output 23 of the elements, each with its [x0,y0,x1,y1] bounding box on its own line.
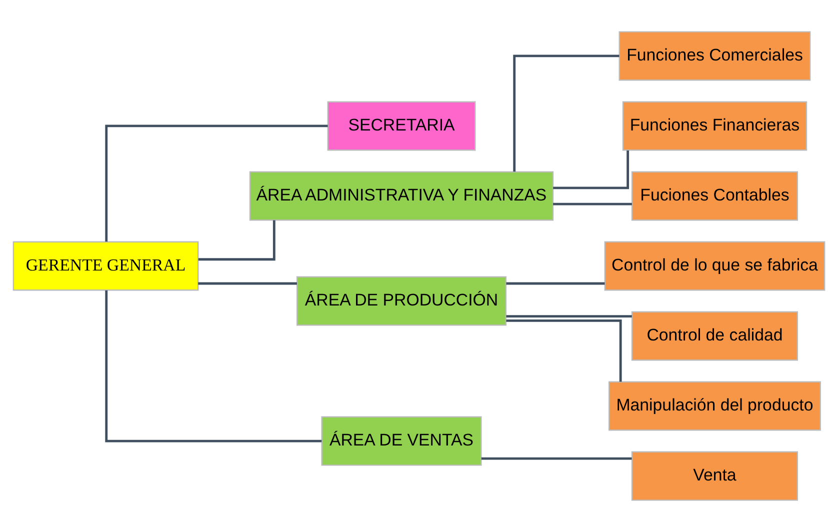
connector [506,315,632,318]
node-box: GERENTE GENERAL [12,241,199,291]
node-box: ÁREA DE PRODUCCIÓN [296,276,507,326]
node-box: Control de calidad [631,311,798,361]
connector [553,150,630,190]
connector [105,124,328,242]
node-box: Control de lo que se fabrica [604,241,826,291]
node-box: SECRETARIA [327,101,476,151]
connector [506,282,605,285]
connector [553,202,632,206]
connector [105,290,322,442]
node-box: ÁREA DE VENTAS [321,416,482,466]
node-box: ÁREA ADMINISTRATIVA Y FINANZAS [249,171,554,221]
connector [513,54,620,172]
connector [198,282,297,285]
node-box: Funciones Comerciales [618,31,811,81]
connector [506,320,622,382]
node-box: Venta [631,451,798,501]
connector [198,220,276,261]
node-box: Funciones Financieras [622,101,808,151]
connector [481,457,632,460]
node-box: Fuciones Contables [631,171,798,221]
node-box: Manipulación del producto [608,381,821,431]
